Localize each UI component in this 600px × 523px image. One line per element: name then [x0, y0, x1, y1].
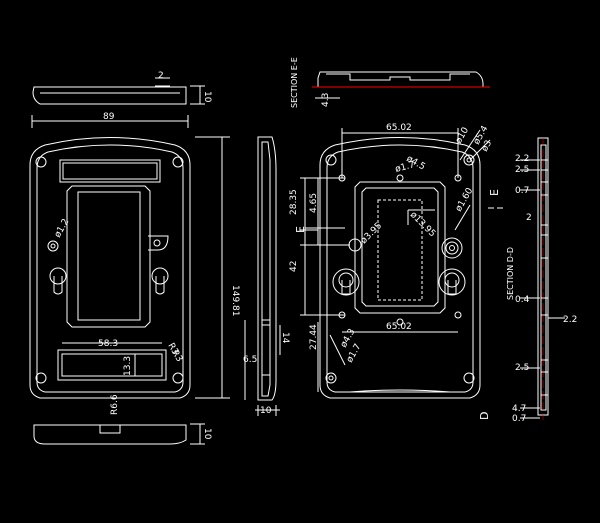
- section-dd-d1: 2.2: [515, 154, 529, 164]
- section-dd-d4: 2: [526, 213, 532, 223]
- section-dd-d8: 4.7: [512, 404, 526, 414]
- front-top-thick-dim: 2: [158, 71, 164, 81]
- section-dd-d3: 0.7: [515, 186, 529, 196]
- back-outer-body: [319, 137, 481, 399]
- back-center-d2: ø13.95: [408, 210, 437, 239]
- section-ee-label: SECTION E-E: [290, 57, 299, 108]
- front-bottom-edge-view: [33, 424, 187, 445]
- front-top-edge-dim: 10: [202, 91, 212, 103]
- section-dd-d9: 0.7: [512, 414, 526, 424]
- side-thickness: 10: [260, 406, 272, 416]
- front-label-width-dim: 58.3: [98, 339, 118, 349]
- back-view: [300, 128, 491, 399]
- front-bottom-edge-dim: 10: [202, 428, 212, 440]
- section-dd-d6: 2.2: [563, 315, 577, 325]
- section-dd-d7: 2.5: [515, 363, 529, 373]
- section-ee: [315, 71, 484, 99]
- front-label-height-dim: 13.3: [123, 356, 133, 376]
- back-top-width: 65.02: [386, 123, 412, 133]
- back-inner-frame: [354, 181, 446, 314]
- back-keyhole-left: [332, 268, 360, 296]
- side-height-a: 6.5: [243, 355, 257, 365]
- mark-d: D: [478, 412, 491, 420]
- back-boss-d4: ø1.7: [394, 160, 416, 175]
- front-view: [29, 77, 230, 445]
- section-dd-d5: 0.4: [515, 295, 530, 305]
- mark-e-left: E: [294, 226, 307, 233]
- back-corner-d1: ø10: [454, 126, 471, 146]
- back-dim-2835: 28.35: [289, 189, 299, 215]
- section-dd-d2: 2.5: [515, 165, 529, 175]
- front-hole-dim: ø1.2: [53, 217, 72, 239]
- front-keyhole-left: [49, 267, 67, 295]
- back-keyhole-right: [438, 268, 466, 296]
- section-ee-dim: 4.3: [321, 93, 331, 107]
- section-dd: [520, 137, 565, 419]
- back-corner-d4: ø1.60: [454, 186, 476, 213]
- front-display-window: [66, 185, 151, 328]
- mark-e-right: E: [488, 189, 501, 196]
- back-corner-d3: ø3: [480, 139, 494, 154]
- side-height-b: 14: [280, 332, 290, 344]
- section-dd-label: SECTION D-D: [506, 247, 515, 300]
- front-top-edge-view: [32, 86, 187, 105]
- back-dim-42: 42: [289, 261, 299, 272]
- back-dim-2744: 27.44: [309, 324, 319, 350]
- back-bottom-width: 65.02: [386, 322, 412, 332]
- front-keyhole-right: [151, 267, 169, 295]
- back-dim-465: 4.65: [309, 193, 319, 213]
- front-bottom-window: [57, 349, 167, 381]
- front-outer-body: [29, 137, 191, 399]
- side-view: [244, 136, 281, 416]
- front-width-dim: 89: [103, 112, 115, 122]
- front-left-hole: [47, 240, 59, 252]
- front-height-dim: 149.81: [230, 285, 240, 317]
- front-top-window: [59, 159, 161, 183]
- front-bottom-radius: R6.6: [110, 394, 120, 415]
- back-center-boss: [441, 237, 463, 259]
- back-center-d1: ø3.95: [359, 221, 384, 246]
